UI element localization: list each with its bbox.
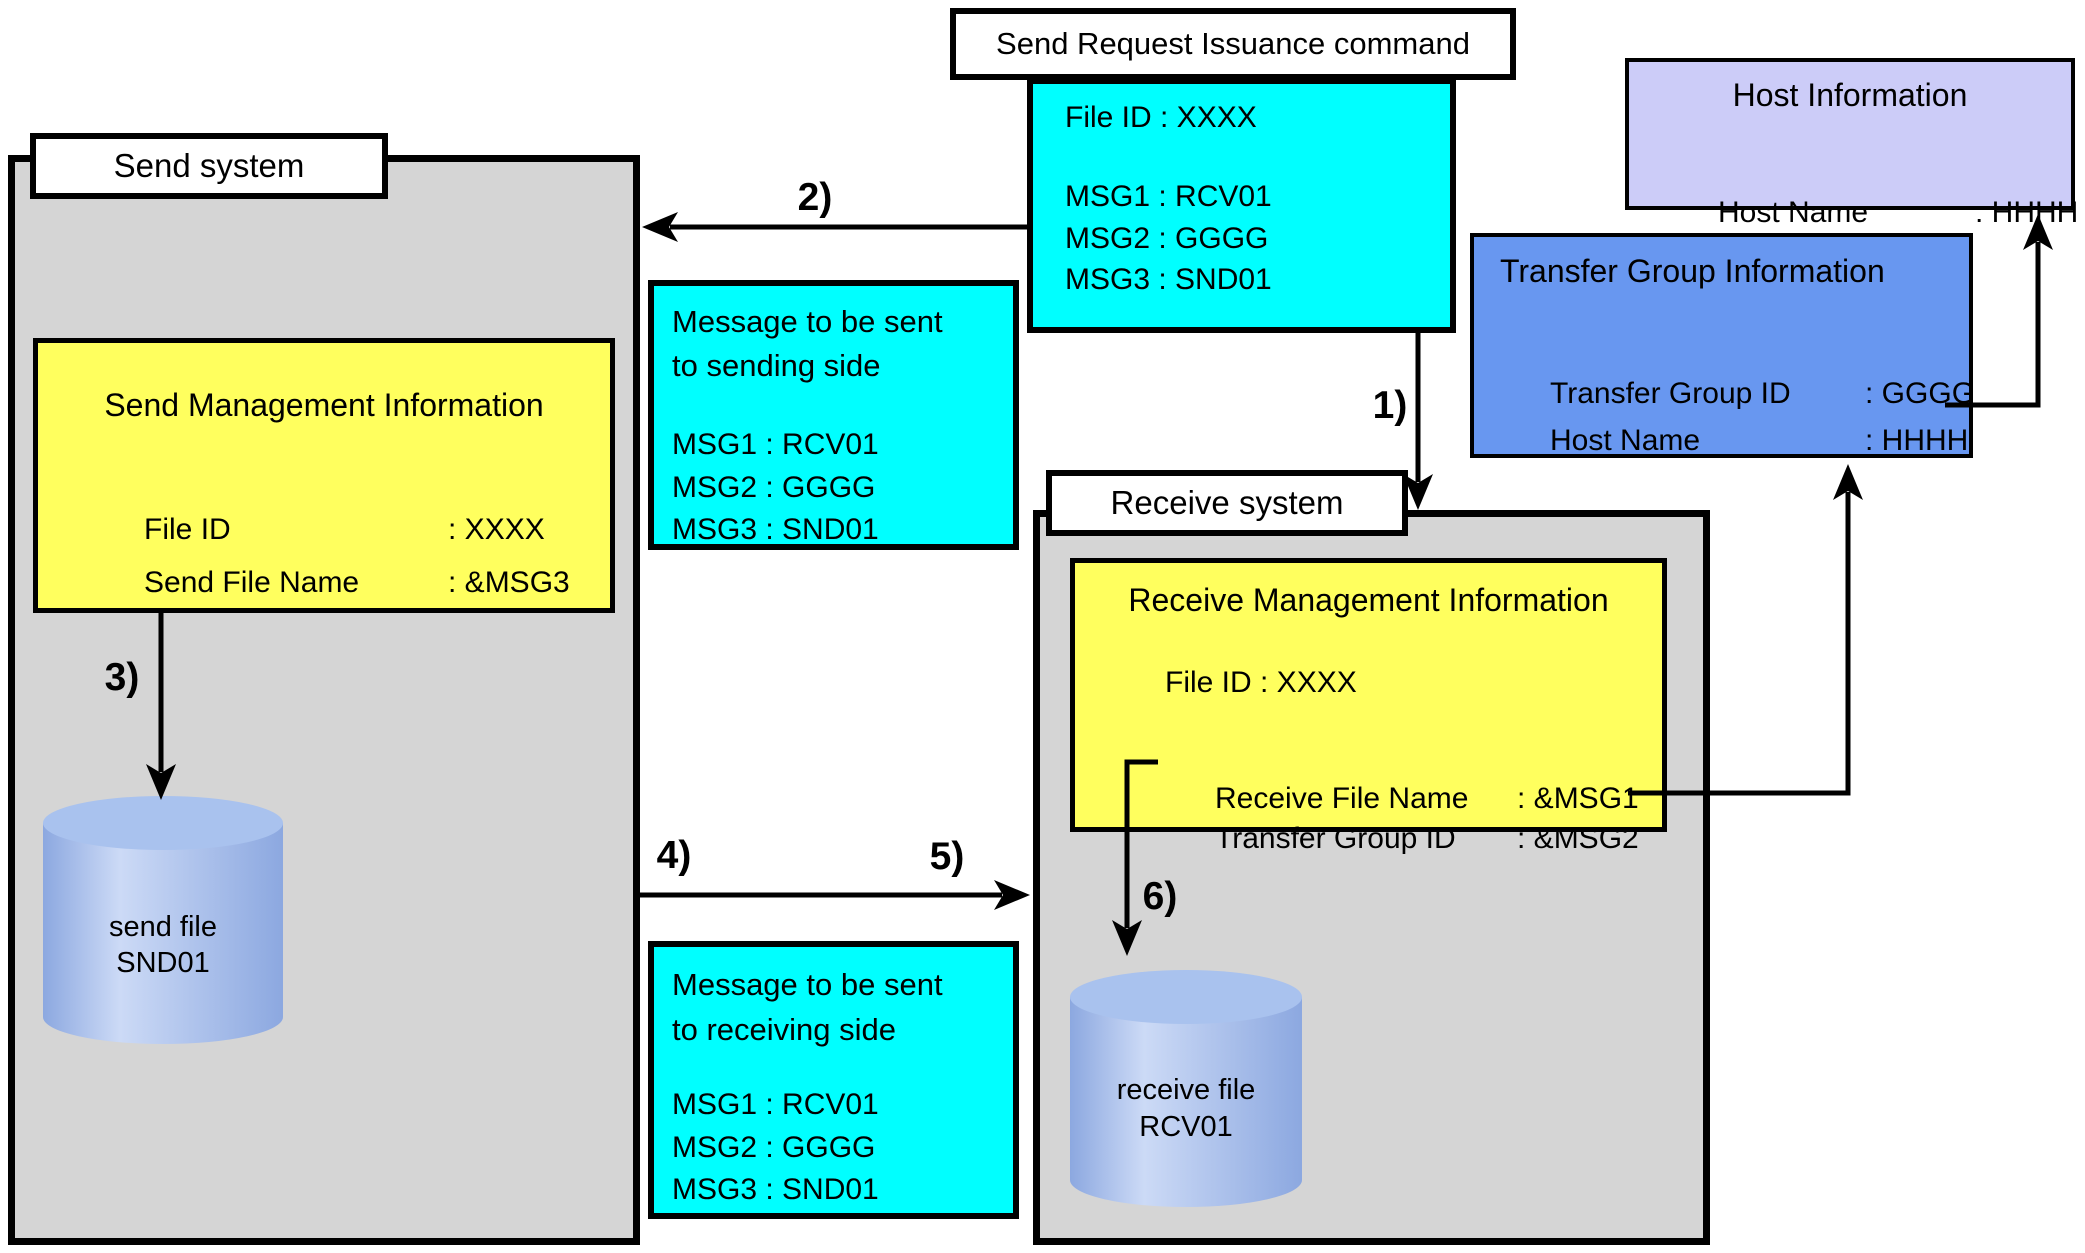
receive-file-cylinder-icon: receive file RCV01	[1070, 970, 1302, 1207]
host-information-box: Host Information Host Name : HHHH	[1625, 58, 2078, 229]
host-information-title: Host Information	[1732, 77, 1968, 113]
receive-file-name-row: Receive File Name : &MSG1	[1165, 745, 1639, 853]
receive-file-label: receive file	[1116, 1074, 1256, 1106]
message-receiving-msg1: MSG1 : RCV01	[672, 1088, 879, 1121]
transfer-group-title: Transfer Group Information	[1500, 253, 1885, 289]
receive-file-name-value: : &MSG1	[1517, 782, 1639, 815]
transfer-group-id-row: Transfer Group ID: GGGG	[1500, 340, 1975, 448]
command-title-text: Send Request Issuance command	[996, 26, 1470, 61]
transfer-host-name-row: Host Name : HHHH	[1500, 387, 1968, 495]
command-file-id: File ID : XXXX	[1065, 101, 1257, 134]
send-file-id-value: : XXXX	[448, 513, 545, 546]
send-file-name: SND01	[116, 947, 210, 979]
arrowhead-left-icon	[642, 212, 678, 242]
receive-management-title: Receive Management Information	[1128, 582, 1609, 618]
receive-system-label-text: Receive system	[1110, 484, 1344, 521]
send-system-box	[8, 155, 640, 1245]
send-file-name-value: : &MSG3	[448, 566, 570, 599]
receive-file-id: File ID : XXXX	[1165, 666, 1357, 699]
step-label-2: 2)	[797, 176, 833, 219]
send-file-label: send file	[108, 911, 217, 943]
message-sending-msg1: MSG1 : RCV01	[672, 428, 879, 461]
transfer-host-name-value: : HHHH	[1865, 424, 1969, 457]
step-label-4: 4)	[656, 834, 692, 877]
message-to-sending-box: Message to be sent to sending side MSG1 …	[648, 280, 1019, 550]
message-receiving-msg3: MSG3 : SND01	[672, 1173, 879, 1206]
message-receiving-msg2: MSG2 : GGGG	[672, 1131, 876, 1164]
transfer-group-box: Transfer Group Information Transfer Grou…	[1470, 233, 1975, 458]
command-msg1: MSG1 : RCV01	[1065, 180, 1272, 213]
arrowhead-right-icon	[994, 880, 1030, 910]
send-file-cylinder-icon: send file SND01	[43, 796, 283, 1044]
command-box: File ID : XXXX MSG1 : RCV01 MSG2 : GGGG …	[1027, 78, 1456, 333]
send-management-box: Send Management Information File ID : XXX…	[33, 338, 615, 613]
message-sending-title-line1: Message to be sent	[672, 304, 943, 339]
transfer-group-id-label: Transfer Group ID	[1550, 377, 1791, 410]
message-sending-msg2: MSG2 : GGGG	[672, 471, 876, 504]
message-sending-title-line2: to sending side	[672, 348, 881, 383]
step-label-5: 5)	[929, 835, 965, 878]
send-system-label-text: Send system	[113, 147, 305, 184]
receive-file-name-label: Receive File Name	[1215, 782, 1469, 815]
send-file-name-row: Send File Name : &MSG3	[94, 529, 570, 637]
receive-file-name: RCV01	[1139, 1111, 1233, 1143]
receive-transfer-group-row: Transfer Group ID : &MSG2	[1165, 785, 1639, 893]
send-file-name-label: Send File Name	[144, 566, 360, 599]
step-label-3: 3)	[104, 656, 140, 699]
receive-transfer-group-value: : &MSG2	[1517, 822, 1639, 855]
step-label-6: 6)	[1142, 875, 1178, 918]
transfer-host-name-label: Host Name	[1550, 424, 1701, 457]
send-file-id-row: File ID : XXXX	[94, 476, 545, 584]
command-title-box: Send Request Issuance command	[950, 8, 1516, 80]
host-name-label: Host Name	[1718, 196, 1869, 229]
receive-management-box: Receive Management Information File ID :…	[1070, 558, 1667, 855]
host-name-value: : HHHH	[1975, 196, 2079, 229]
send-file-id-label: File ID	[144, 513, 231, 546]
command-msg3: MSG3 : SND01	[1065, 263, 1272, 296]
message-to-receiving-box: Message to be sent to receiving side MSG…	[648, 941, 1019, 1219]
message-sending-msg3: MSG3 : SND01	[672, 513, 879, 546]
send-system-label: Send system	[30, 133, 388, 199]
message-receiving-title-line2: to receiving side	[672, 1012, 897, 1047]
send-management-title: Send Management Information	[104, 387, 544, 423]
receive-transfer-group-label: Transfer Group ID	[1215, 822, 1456, 855]
receive-system-label: Receive system	[1046, 470, 1408, 536]
step-label-1: 1)	[1372, 384, 1408, 427]
command-msg2: MSG2 : GGGG	[1065, 222, 1269, 255]
message-receiving-title-line1: Message to be sent	[672, 967, 943, 1002]
